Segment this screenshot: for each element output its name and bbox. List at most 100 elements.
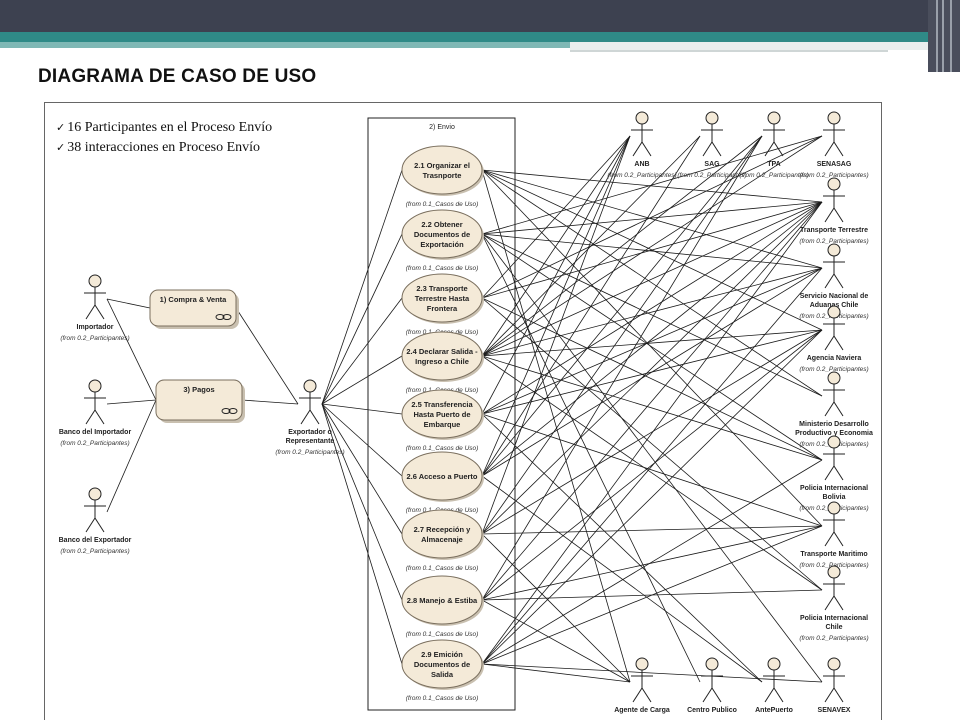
composite-link-icon	[215, 314, 232, 320]
slide-title: DIAGRAMA DE CASO DE USO	[38, 66, 317, 87]
association-line	[321, 403, 403, 601]
association-line	[481, 135, 763, 357]
actor-label: SENASAG	[817, 161, 852, 168]
use-case-box	[149, 289, 237, 327]
association-line	[481, 663, 631, 683]
association-line	[481, 201, 823, 601]
use-case-label: Exportación	[420, 240, 464, 249]
actor-label: Centro Publico	[687, 707, 737, 714]
association-line	[481, 201, 823, 357]
association-line	[481, 135, 631, 477]
actor-source-label: (from 0.2_Participantes)	[799, 238, 868, 245]
actor-icon	[763, 657, 785, 703]
association-line	[235, 307, 299, 405]
association-line	[481, 135, 701, 477]
association-line	[481, 135, 823, 299]
association-line	[481, 525, 823, 601]
association-line	[481, 267, 823, 665]
use-case-label: 2.6 Acceso a Puerto	[406, 472, 477, 481]
use-case-label: Embarque	[424, 420, 461, 429]
use-case-e4: 2.4 Declarar Salida -Ingreso a Chile(fro…	[401, 331, 484, 394]
use-case-label: Trasnporte	[423, 171, 462, 180]
use-case-ellipse	[401, 331, 483, 381]
actor-source-label: (from 0.2_Participantes)	[799, 172, 868, 179]
use-case-ellipse	[401, 145, 483, 195]
actor-label: Representante	[286, 438, 335, 445]
association-line	[321, 169, 403, 405]
association-line	[481, 533, 631, 683]
association-line	[481, 355, 823, 461]
association-line	[481, 475, 763, 683]
actor-source-label: (from 0.2_Participantes)	[60, 335, 129, 342]
slide-accent-band-light	[0, 42, 570, 48]
actor-label: SENAVEX	[818, 707, 851, 714]
use-case-ellipse	[401, 451, 483, 501]
diagram-frame	[44, 102, 882, 720]
actor-icon	[823, 657, 845, 703]
actor-label: AntePuerto	[755, 707, 793, 714]
actor-label: Chile	[825, 624, 842, 631]
association-line	[481, 135, 763, 535]
actor-source-label: (from 0.2_Participantes)	[739, 172, 808, 179]
actor-icon	[84, 379, 106, 425]
actor-label: SAG	[704, 161, 720, 168]
actor-icon	[823, 177, 845, 223]
association-lines	[106, 135, 823, 683]
use-case-label: Hasta Puerto de	[413, 410, 470, 419]
actor-label: Bolivia	[823, 494, 846, 501]
association-line	[481, 267, 823, 415]
use-case-ellipse	[401, 575, 483, 625]
association-line	[481, 663, 823, 683]
use-case-e8: 2.8 Manejo & Estiba(from 0.1_Casos de Us…	[401, 575, 484, 638]
association-line	[481, 201, 823, 665]
association-line	[481, 201, 823, 415]
association-line	[481, 135, 701, 357]
association-line	[321, 403, 403, 415]
actor-label: TPA	[767, 161, 780, 168]
use-case-label: Documentos de	[414, 660, 470, 669]
use-case-label: 2.9 Emición	[421, 650, 463, 659]
use-case-source-label: (from 0.1_Casos de Uso)	[406, 201, 479, 208]
system-boundary-box	[367, 117, 516, 711]
actor-icon	[823, 111, 845, 157]
actor-icon	[701, 657, 723, 703]
association-line	[481, 267, 823, 357]
actor-label: Transporte Maritimo	[800, 551, 867, 558]
actor-label: Banco del Exportador	[59, 537, 132, 544]
association-line	[481, 169, 823, 203]
association-line	[481, 233, 823, 269]
association-line	[481, 233, 823, 683]
use-case-label: 3) Pagos	[183, 385, 214, 394]
association-line	[321, 403, 403, 477]
actor-cp: Centro Publico	[687, 657, 737, 714]
use-case-ellipse	[401, 209, 483, 259]
use-case-label: 2.4 Declarar Salida -	[406, 347, 478, 356]
actor-source-label: (from 0.2_Participantes)	[799, 635, 868, 642]
use-case-label: 2.2 Obtener	[421, 220, 462, 229]
check-icon: ✓	[56, 122, 66, 134]
slide-corner-decoration	[928, 0, 960, 72]
actor-icon	[631, 111, 653, 157]
system-boundary-label: 2) Envio	[429, 124, 455, 131]
association-line	[481, 135, 631, 299]
use-case-label: 2.5 Transferencia	[411, 400, 473, 409]
bullet-list: ✓16 Participantes en el Proceso Envío ✓3…	[56, 118, 272, 158]
slide-accent-line	[570, 50, 888, 52]
association-line	[481, 201, 823, 477]
association-line	[481, 135, 763, 477]
use-case-label: 1) Compra & Venta	[160, 295, 228, 304]
actor-source-label: (from 0.2_Participantes)	[60, 548, 129, 555]
use-case-source-label: (from 0.1_Casos de Uso)	[406, 695, 479, 702]
use-case-label: 2.8 Manejo & Estiba	[407, 596, 478, 605]
use-case-ellipse	[401, 509, 483, 559]
association-line	[481, 201, 823, 535]
use-case-source-label: (from 0.1_Casos de Uso)	[406, 565, 479, 572]
association-line	[481, 329, 823, 665]
association-line	[481, 169, 823, 397]
actor-label: Agencia Naviera	[807, 355, 862, 362]
